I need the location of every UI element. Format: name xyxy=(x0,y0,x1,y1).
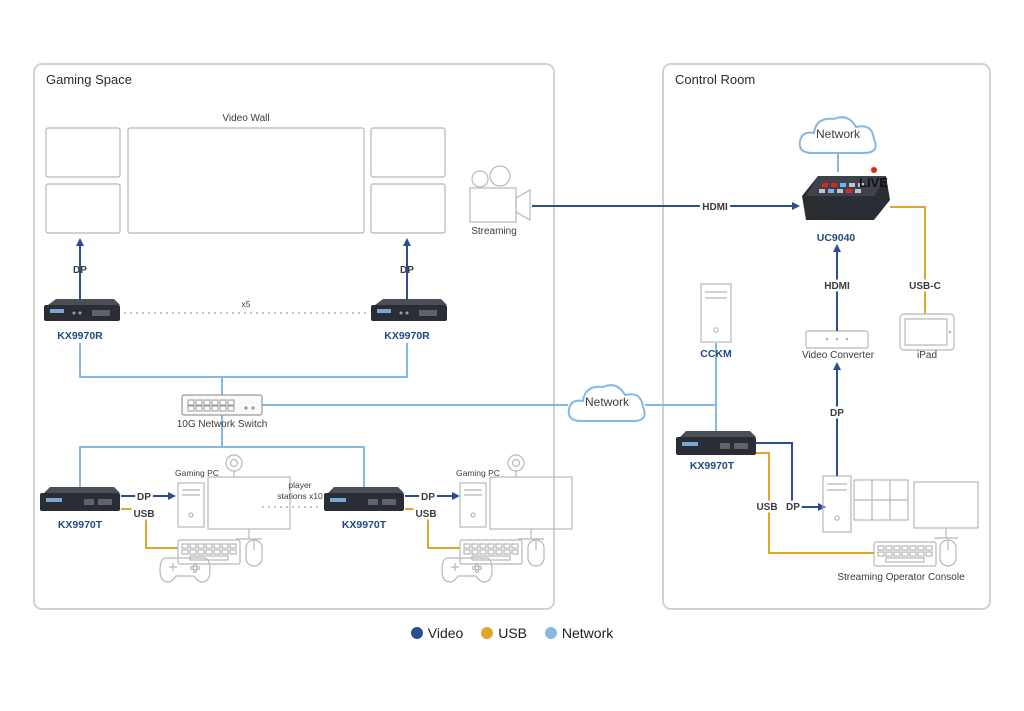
operator-keyboard-icon xyxy=(873,541,937,567)
video-wall xyxy=(45,127,446,234)
video-color-dot-icon xyxy=(410,627,423,639)
cckm-server-icon xyxy=(700,283,732,343)
dp-converter-label: DP xyxy=(830,408,844,419)
gamepad-2-icon xyxy=(441,557,493,583)
multiview-monitor-icon xyxy=(853,479,909,521)
operator-console-label: Streaming Operator Console xyxy=(837,572,965,583)
legend-video: Video xyxy=(410,625,464,641)
kx9970r-left-label: KX9970R xyxy=(57,330,103,342)
keyboard-2-icon xyxy=(459,539,523,565)
kx9970t-station1-device xyxy=(40,487,120,511)
mouse-2-icon xyxy=(527,539,545,567)
operator-console-tower xyxy=(822,475,852,533)
mouse-1-icon xyxy=(245,539,263,567)
control-room-title: Control Room xyxy=(675,72,755,87)
dp-control-label: DP xyxy=(786,502,800,513)
video-converter-icon xyxy=(805,330,869,349)
operator-mouse-icon xyxy=(939,539,957,567)
usbc-label: USB-C xyxy=(909,281,941,292)
live-dot-icon xyxy=(871,167,877,173)
gaming-pc-1-label: Gaming PC xyxy=(175,468,219,478)
kx9970r-left-device xyxy=(44,299,120,321)
switch-label: 10G Network Switch xyxy=(177,419,268,430)
legend: Video USB Network xyxy=(0,625,1024,642)
video-converter-label: Video Converter xyxy=(802,350,875,361)
dp-pc2-label: DP xyxy=(421,492,435,503)
legend-usb: USB xyxy=(481,625,527,641)
hdmi-converter-label: HDMI xyxy=(824,281,850,292)
kx9970t-control-device xyxy=(676,431,756,455)
ipad-label: iPad xyxy=(917,350,937,361)
streaming-label: Streaming xyxy=(471,226,517,237)
kx9970r-right-label: KX9970R xyxy=(384,330,430,342)
uc9040-device xyxy=(802,176,890,220)
network-top-label: Network xyxy=(816,127,861,141)
kx9970t-station2-label: KX9970T xyxy=(342,519,387,531)
kx9970r-right-device xyxy=(371,299,447,321)
gaming-space-region xyxy=(33,63,555,610)
dp-label-right: DP xyxy=(400,265,414,276)
keyboard-1-icon xyxy=(177,539,241,565)
usb-color-dot-icon xyxy=(481,627,494,639)
dp-pc1-label: DP xyxy=(137,492,151,503)
network-switch xyxy=(181,394,263,416)
hdmi-camera-label: HDMI xyxy=(702,202,728,213)
control-room-region xyxy=(662,63,991,610)
kx9970t-station2-device xyxy=(324,487,404,511)
receiver-count-label: x5 xyxy=(242,299,251,309)
player-stations-count-label: stations x10 xyxy=(277,491,323,501)
usb-pc1-label: USB xyxy=(133,509,154,520)
gamepad-1-icon xyxy=(159,557,211,583)
video-wall-label: Video Wall xyxy=(222,113,269,124)
legend-network: Network xyxy=(544,625,614,641)
legend-video-label: Video xyxy=(427,625,464,641)
uc9040-label: UC9040 xyxy=(817,232,856,244)
network-color-dot-icon xyxy=(544,627,557,639)
ipad-icon xyxy=(899,313,955,351)
live-label: LIVE xyxy=(859,175,888,190)
dp-label-left: DP xyxy=(73,265,87,276)
cckm-label: CCKM xyxy=(700,348,732,360)
legend-usb-label: USB xyxy=(498,625,527,641)
legend-network-label: Network xyxy=(561,625,614,641)
gaming-space-title: Gaming Space xyxy=(46,72,132,87)
kx9970t-station1-label: KX9970T xyxy=(58,519,103,531)
streaming-camera-icon xyxy=(469,165,531,223)
kx9970t-control-label: KX9970T xyxy=(690,460,735,472)
operator-monitor-icon xyxy=(913,481,979,539)
gaming-pc-2-label: Gaming PC xyxy=(456,468,500,478)
network-middle-label: Network xyxy=(585,395,630,409)
player-stations-label: player xyxy=(288,480,311,490)
usb-pc2-label: USB xyxy=(415,509,436,520)
usb-control-label: USB xyxy=(756,502,777,513)
